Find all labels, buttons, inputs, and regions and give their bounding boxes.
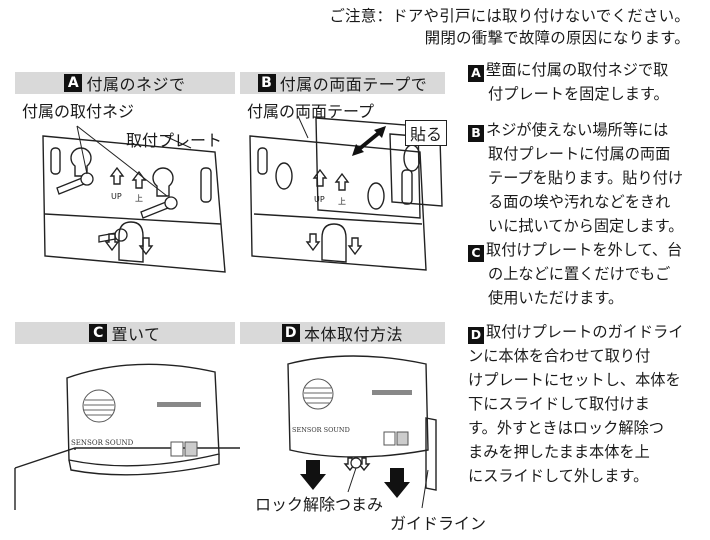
device-brand-d: SENSOR SOUND bbox=[292, 426, 350, 434]
instr-c-line-3: 使用いただけます。 bbox=[488, 289, 624, 307]
instr-badge-c: C bbox=[468, 244, 484, 262]
instr-d-line-6: まみを押したまま本体を上 bbox=[468, 443, 650, 461]
instr-b-line-2: 取付プレートに付属の両面 bbox=[488, 145, 671, 163]
panel-d-header: D 本体取付方法 bbox=[240, 322, 445, 344]
badge-b: B bbox=[257, 74, 276, 92]
instr-a-line-1: 壁面に付属の取付ネジで取 bbox=[486, 61, 669, 79]
svg-text:上: 上 bbox=[135, 194, 143, 203]
badge-d: D bbox=[281, 324, 300, 342]
instr-d-line-1: 取付けプレートのガイドライ bbox=[486, 323, 684, 341]
instr-d-line-2: ンに本体を合わせて取り付 bbox=[468, 347, 651, 365]
screw-label: 付属の取付ネジ bbox=[22, 102, 135, 121]
instr-c-line-1: 取付けプレートを外して、台 bbox=[486, 241, 683, 259]
panel-a-title: 付属のネジで bbox=[86, 75, 186, 94]
instr-badge-a: A bbox=[468, 64, 484, 82]
instr-d-line-4: 下にスライドして取付けま bbox=[468, 395, 650, 413]
lock-release-label: ロック解除つまみ bbox=[255, 495, 384, 514]
badge-c: C bbox=[89, 324, 108, 342]
svg-text:UP: UP bbox=[314, 195, 325, 204]
instr-badge-d: D bbox=[468, 326, 484, 344]
instr-badge-b: B bbox=[468, 124, 484, 142]
panel-c-header: C 置いて bbox=[15, 322, 235, 344]
panel-d-illustration: SENSOR SOUND bbox=[287, 355, 437, 509]
caution-line-1: ご注意：ドアや引戸には取り付けないでください。 bbox=[329, 7, 690, 25]
panel-d-title: 本体取付方法 bbox=[303, 325, 403, 344]
stick-label: 貼る bbox=[405, 120, 448, 146]
caution-line-2: 開閉の衝撃で故障の原因になります。 bbox=[424, 29, 690, 47]
badge-a: A bbox=[64, 74, 83, 92]
instr-b-line-1: ネジが使えない場所等には bbox=[486, 121, 669, 139]
panel-b-title: 付属の両面テープで bbox=[279, 75, 428, 94]
panel-a-illustration: UP 上 bbox=[42, 125, 226, 273]
instr-d-line-7: にスライドして外します。 bbox=[468, 467, 649, 485]
caution-notice: ご注意：ドアや引戸には取り付けないでください。 開閉の衝撃で故障の原因になります… bbox=[329, 5, 690, 49]
instr-a-line-2: 付プレートを固定します。 bbox=[488, 85, 669, 103]
panel-a-header: A 付属のネジで bbox=[15, 72, 235, 94]
instr-b-line-3: テープを貼ります。貼り付け bbox=[488, 169, 684, 187]
plate-label: 取付プレート bbox=[126, 131, 223, 150]
instr-c-line-2: の上などに置くだけでもご bbox=[488, 265, 671, 283]
panel-b-header: B 付属の両面テープで bbox=[240, 72, 445, 94]
instr-d-line-3: けプレートにセットし、本体を bbox=[468, 371, 681, 389]
instr-d-line-5: す。外すときはロック解除つ bbox=[468, 419, 664, 437]
instr-b-line-4: る面の埃や汚れなどをきれ bbox=[488, 193, 671, 211]
device-brand-c: SENSOR SOUND bbox=[71, 439, 134, 447]
svg-text:UP: UP bbox=[111, 192, 122, 201]
svg-text:上: 上 bbox=[338, 197, 346, 206]
instr-b-line-5: いに拭いてから固定します。 bbox=[488, 217, 684, 235]
panel-c-illustration: SENSOR SOUND bbox=[14, 363, 240, 510]
panel-c-title: 置いて bbox=[111, 325, 161, 344]
tape-label: 付属の両面テープ bbox=[247, 102, 375, 121]
guideline-label: ガイドライン bbox=[390, 514, 487, 533]
